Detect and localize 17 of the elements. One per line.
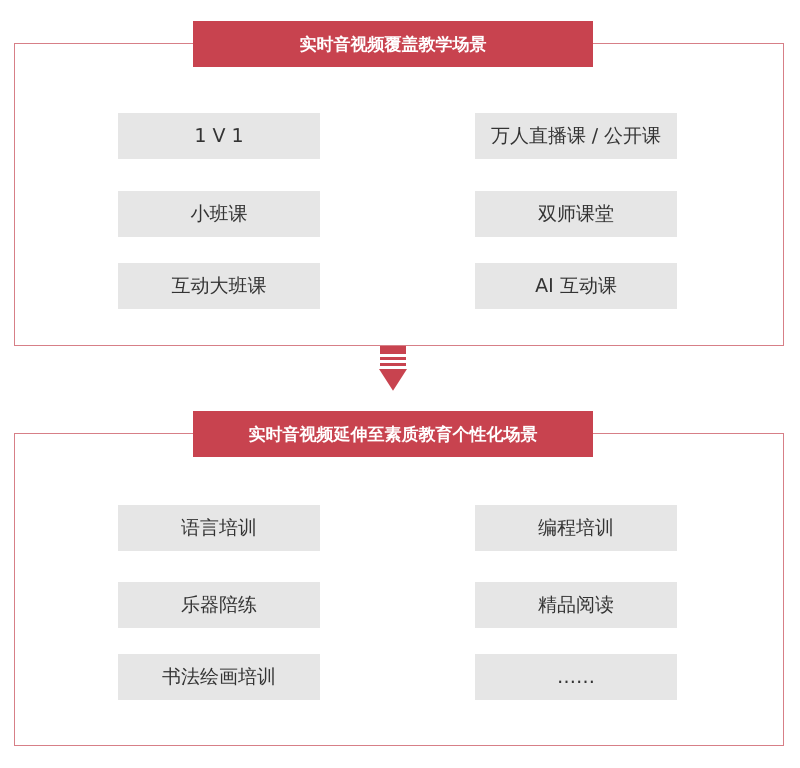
scenario-box: 编程培训 — [475, 505, 677, 551]
scenario-box: 双师课堂 — [475, 191, 677, 237]
scenario-box: 书法绘画培训 — [118, 654, 320, 700]
title-banner: 实时音视频延伸至素质教育个性化场景 — [193, 411, 593, 457]
scenario-box: 1 V 1 — [118, 113, 320, 159]
scenario-box: 万人直播课 / 公开课 — [475, 113, 677, 159]
scenario-box: 小班课 — [118, 191, 320, 237]
scenario-box: 乐器陪练 — [118, 582, 320, 628]
title-banner: 实时音视频覆盖教学场景 — [193, 21, 593, 67]
scenario-box: AI 互动课 — [475, 263, 677, 309]
down-arrow — [379, 346, 407, 391]
panel — [14, 411, 784, 746]
scenario-box: 语言培训 — [118, 505, 320, 551]
scenario-box: 互动大班课 — [118, 263, 320, 309]
panel — [14, 21, 784, 346]
scenario-box: 精品阅读 — [475, 582, 677, 628]
scenario-box: …… — [475, 654, 677, 700]
